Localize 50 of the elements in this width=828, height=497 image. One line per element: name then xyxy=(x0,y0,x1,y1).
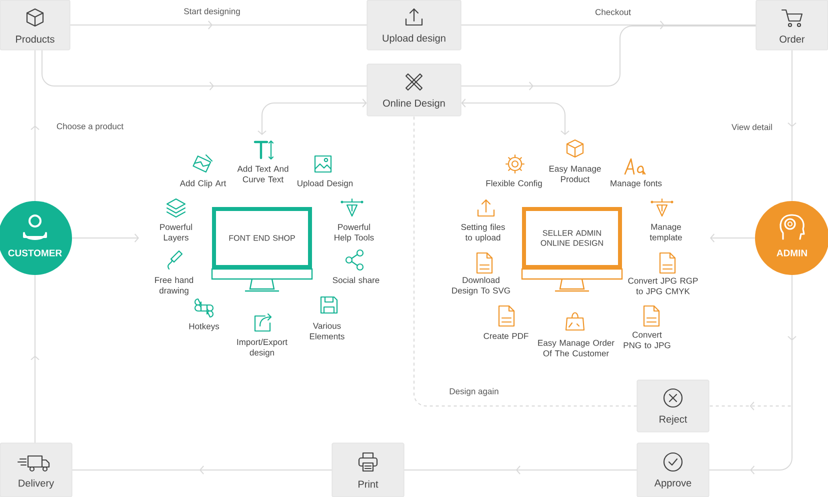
connector xyxy=(258,98,367,135)
process-box: Print xyxy=(332,442,404,497)
feature-label: Convert PNG to JPG xyxy=(624,332,670,348)
connector xyxy=(72,466,332,474)
connector xyxy=(30,274,40,444)
process-box: Order xyxy=(756,0,828,50)
feature-label: Add Text And Curve Text xyxy=(237,166,288,182)
process-box: Upload design xyxy=(366,0,462,50)
feature-label: Powerful Help Tools xyxy=(334,224,374,242)
connector xyxy=(460,20,756,30)
feature-label: Easy Manage Product xyxy=(549,166,601,182)
feature-label: Flexible Config xyxy=(486,180,542,188)
connector xyxy=(788,50,796,202)
feature-label: Setting files to upload xyxy=(461,224,505,242)
process-box: Approve xyxy=(636,442,710,497)
connector xyxy=(72,234,139,242)
feature-label: Powerful Layers xyxy=(160,224,192,242)
connector xyxy=(708,274,792,410)
edge-label: Design again xyxy=(448,386,500,398)
process-box: Online Design xyxy=(366,64,462,116)
edge-label: Checkout xyxy=(594,7,632,17)
feature-label: Various Elements xyxy=(310,322,344,340)
process-box: Products xyxy=(0,0,70,50)
monitor: SELLER ADMIN ONLINE DESIGN xyxy=(521,207,623,292)
feature-label: Free hand drawing xyxy=(155,276,194,296)
feature-label: Upload Design xyxy=(298,180,353,188)
connector xyxy=(414,116,638,406)
monitor: FONT END SHOP xyxy=(211,207,313,292)
connector xyxy=(70,20,368,30)
feature-label: Import/Export design xyxy=(237,338,288,358)
connector xyxy=(460,26,756,90)
feature-label: Convert JPG RGP to JPG CMYK xyxy=(628,278,698,294)
feature-label: Social share xyxy=(332,276,380,284)
edge-label: Choose a product xyxy=(54,122,126,132)
connector xyxy=(461,98,570,135)
process-box: Delivery xyxy=(0,442,72,497)
feature-label: Download Design To SVG xyxy=(452,276,510,296)
connector xyxy=(42,50,368,90)
feature-label: Hotkeys xyxy=(189,323,220,331)
feature-label: Create PDF xyxy=(484,333,528,339)
feature-label: Manage template xyxy=(650,224,682,242)
connector xyxy=(710,234,756,242)
feature-label: Easy Manage Order Of The Customer xyxy=(538,340,614,356)
edge-label: View detail xyxy=(730,122,774,132)
connector xyxy=(30,50,40,202)
process-box: Reject xyxy=(636,380,710,432)
edge-label: Start designing xyxy=(182,6,242,18)
feature-label: Manage fonts xyxy=(610,180,662,188)
feature-label: Add Clip Art xyxy=(180,180,226,188)
connector xyxy=(404,466,638,474)
